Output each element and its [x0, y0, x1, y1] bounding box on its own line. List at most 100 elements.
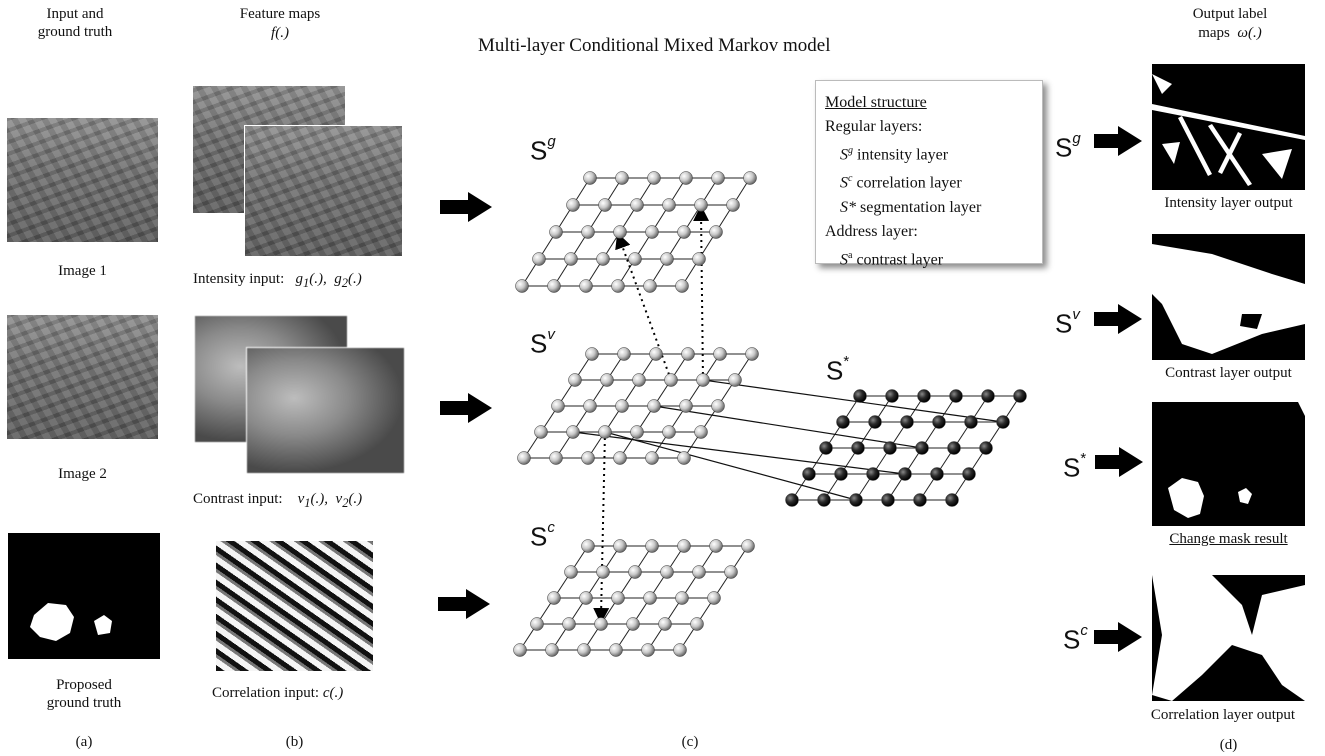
- layer-sv-node: [632, 373, 646, 387]
- layer-sc-node: [724, 565, 738, 579]
- layer-sstar-node: [834, 467, 848, 481]
- layer-sc-node: [513, 643, 527, 657]
- layer-sv-node: [549, 451, 563, 465]
- address-link: [693, 205, 710, 381]
- column-b-func: f(.): [271, 25, 289, 41]
- layer-sv-node: [662, 425, 676, 439]
- layer-sv-node: [728, 373, 742, 387]
- change-mask-map: [1152, 402, 1305, 526]
- layer-sstar-node: [962, 467, 976, 481]
- layer-sstar-node: [964, 415, 978, 429]
- layer-sv-node: [713, 347, 727, 361]
- layer-sv-node: [583, 399, 597, 413]
- layer-sv-node: [645, 451, 659, 465]
- layer-sstar-node: [932, 415, 946, 429]
- layer-sstar-node: [915, 441, 929, 455]
- layer-sc-node: [692, 565, 706, 579]
- layer-sv-node: [581, 451, 595, 465]
- layer-sv-node: [568, 373, 582, 387]
- layer-sstar-node: [900, 415, 914, 429]
- legend-contrast-layer: Sa contrast layer: [840, 249, 944, 268]
- layer-sv-node: [551, 399, 565, 413]
- layer-sv-node: [677, 451, 691, 465]
- right-arrow-icon: [1094, 126, 1142, 156]
- layer-sg-node: [613, 225, 627, 239]
- layer-sc-node: [645, 539, 659, 553]
- contrast-input-label: Contrast input: ν1(.), ν2(.): [193, 491, 363, 510]
- layer-sc-node: [673, 643, 687, 657]
- segmentation-link: [604, 431, 857, 501]
- layer-sc-node: [579, 591, 593, 605]
- layer-nodes: [513, 171, 1027, 657]
- layer-sc-node: [577, 643, 591, 657]
- right-arrow-icon: [438, 589, 490, 619]
- layer-sstar-node: [981, 389, 995, 403]
- right-arrow-icon: [1095, 447, 1143, 477]
- intensity-output-map: [1152, 64, 1305, 190]
- layer-sstar-node: [851, 441, 865, 455]
- intensity-input-label: Intensity input: g1(.), g2(.): [193, 271, 362, 290]
- layer-sg-node: [643, 279, 657, 293]
- ground-truth-mask: [8, 533, 160, 659]
- right-arrow-icon: [1094, 622, 1142, 652]
- layer-sc-node: [611, 591, 625, 605]
- layer-sstar-node: [881, 493, 895, 507]
- layer-sg-node: [726, 198, 740, 212]
- layer-sg-node: [564, 252, 578, 266]
- layer-sg-node: [583, 171, 597, 185]
- output-label-sv: Sv: [1055, 306, 1080, 339]
- layer-sg-node: [679, 171, 693, 185]
- layer-sv-node: [630, 425, 644, 439]
- right-arrow-icon: [440, 393, 492, 423]
- layer-sg-node: [647, 171, 661, 185]
- right-arrow-icon: [440, 192, 492, 222]
- segmentation-link: [572, 431, 906, 475]
- layer-sstar-node: [802, 467, 816, 481]
- layer-sv-node: [613, 451, 627, 465]
- layer-sv-node: [649, 347, 663, 361]
- legend-intensity-layer: Sg intensity layer: [840, 145, 949, 164]
- output-label-sg: Sg: [1055, 130, 1081, 163]
- column-d-subheader: maps ω(.): [1198, 25, 1262, 41]
- layer-sc-node: [628, 565, 642, 579]
- layer-sc-node: [609, 643, 623, 657]
- layer-sc-node: [690, 617, 704, 631]
- layer-sstar-node: [1013, 389, 1027, 403]
- segmentation-link: [702, 379, 1004, 423]
- layer-sv-node: [534, 425, 548, 439]
- layer-sv-node: [694, 425, 708, 439]
- layer-sv-node: [566, 425, 580, 439]
- truth-blob-small: [94, 615, 112, 635]
- layer-sv-node: [617, 347, 631, 361]
- layer-sc-node: [643, 591, 657, 605]
- layer-sv-node: [585, 347, 599, 361]
- layer-sstar-node: [883, 441, 897, 455]
- layer-sc-node: [626, 617, 640, 631]
- regular-layers-label: Regular layers:: [825, 118, 923, 135]
- legend-correlation-layer: Sc correlation layer: [840, 173, 962, 192]
- layer-sg-node: [579, 279, 593, 293]
- layer-sc-node: [677, 539, 691, 553]
- correlation-input-label: Correlation input: c(.): [212, 685, 344, 701]
- correlation-output-pattern: [1152, 575, 1305, 701]
- intensity-output-label: Intensity layer output: [1164, 195, 1293, 211]
- layer-sv-node: [681, 347, 695, 361]
- layer-sc-node: [547, 591, 561, 605]
- right-arrow-icon: [1094, 304, 1142, 334]
- layer-sstar-node: [836, 415, 850, 429]
- layer-sc-node: [596, 565, 610, 579]
- model-structure-heading: Model structure: [825, 94, 927, 111]
- layer-sstar-node: [930, 467, 944, 481]
- layer-sg-node: [694, 198, 708, 212]
- layer-sc-node: [641, 643, 655, 657]
- layer-sc-node: [709, 539, 723, 553]
- layer-sc-node: [564, 565, 578, 579]
- intensity-output-pattern: [1152, 74, 1305, 186]
- layer-label-sstar: S*: [826, 353, 850, 386]
- contrast-map-front: [246, 347, 405, 474]
- layer-sg-node: [515, 279, 529, 293]
- layer-sg-node: [598, 198, 612, 212]
- image-2-label: Image 2: [58, 466, 107, 482]
- contrast-output-label: Contrast layer output: [1165, 365, 1292, 381]
